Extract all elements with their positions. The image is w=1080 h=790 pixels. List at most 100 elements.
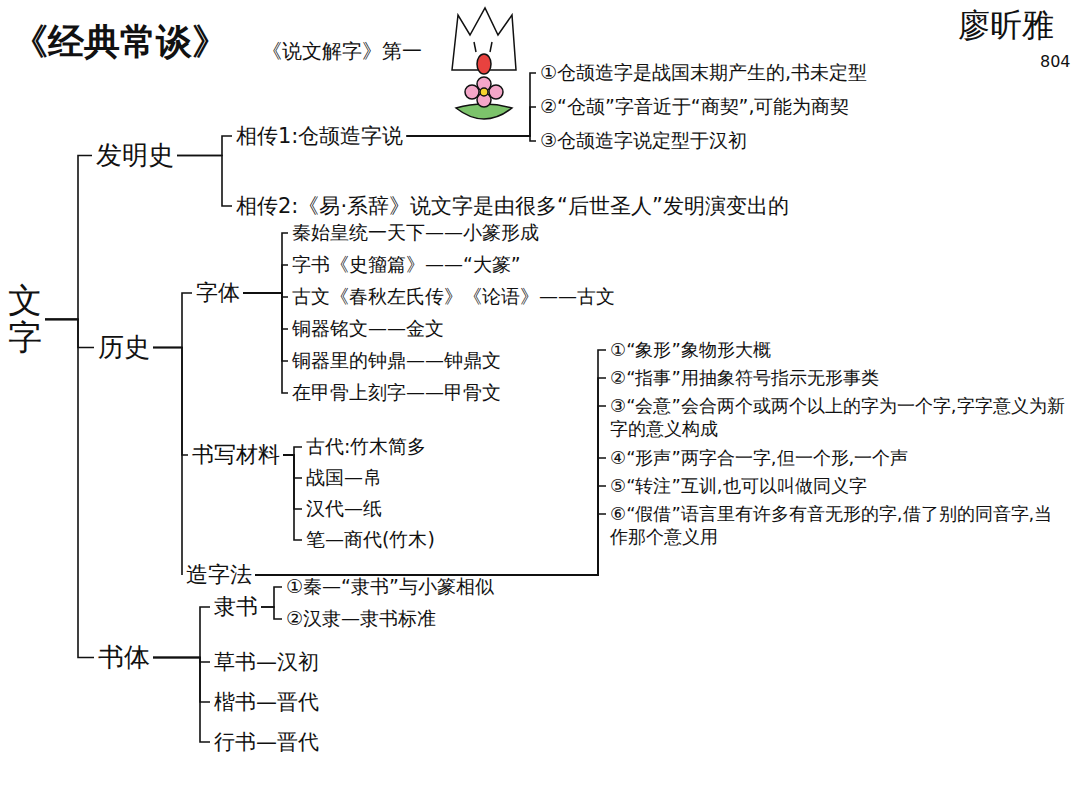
topic-item: ②“仓颉”字音近于“商契”,可能为商契 [540, 94, 849, 120]
branch-line [283, 455, 302, 509]
branch-line [283, 455, 302, 478]
node-text: 草书—汉初 [214, 648, 319, 676]
node-text: ⑤“转注”互训,也可以叫做同义字 [610, 474, 1070, 497]
branch-line [283, 447, 302, 455]
topic-item: ④“形声”两字合一字,但一个形,一个声 [610, 446, 1070, 469]
branch-line [45, 156, 92, 320]
topic-item: ①秦—“隶书”与小篆相似 [286, 574, 494, 600]
title-text: 《经典常谈》 [12, 18, 228, 67]
node-text: 楷书—晋代 [214, 688, 319, 716]
author-name: 廖昕雅 [958, 4, 1054, 48]
node-text: 发明史 [96, 138, 174, 173]
node-text: 书体 [98, 640, 150, 675]
node-text: ①秦—“隶书”与小篆相似 [286, 574, 494, 600]
branch-line [243, 265, 288, 293]
node-text: 行书—晋代 [214, 728, 319, 756]
branch-line [45, 319, 94, 347]
topic-item: ⑥“假借”语言里有许多有音无形的字,借了别的同音字,当作那个意义用 [610, 502, 1070, 549]
topic-item: 古文《春秋左氏传》《论语》——古文 [292, 284, 615, 310]
branch-topic: 历史 [98, 330, 150, 365]
topic-item: 笔—商代(竹木) [306, 527, 435, 553]
topic-item: ③仓颉造字说定型于汉初 [540, 128, 747, 154]
topic-item: 相传1:仓颉造字说 [236, 122, 403, 150]
topic-item: ①仓颉造字是战国末期产生的,书未定型 [540, 60, 867, 86]
node-text: ③“会意”会合两个或两个以上的字为一个字,字字意义为新字的意义构成 [610, 394, 1070, 441]
node-text: 古代:竹木简多 [306, 434, 426, 460]
branch-line [153, 607, 210, 658]
topic-item: 造字法 [186, 560, 252, 590]
node-text: 秦始皇统一天下——小篆形成 [292, 220, 539, 246]
node-text: 相传2:《易·系辞》说文字是由很多“后世圣人”发明演变出的 [236, 192, 789, 220]
node-text: ①“象形”象物形大概 [610, 338, 1070, 361]
topic-item: 秦始皇统一天下——小篆形成 [292, 220, 539, 246]
topic-item: ②“指事”用抽象符号指示无形事类 [610, 366, 1070, 389]
node-text: 字体 [196, 278, 240, 308]
branch-line [153, 348, 182, 576]
node-text: ②汉隶—隶书标准 [286, 606, 436, 632]
root-topic: 文字 [8, 282, 42, 357]
topic-item: 战国—帛 [306, 465, 382, 491]
node-text: 造字法 [186, 560, 252, 590]
node-text: 隶书 [214, 592, 258, 622]
topic-item: 书写材料 [192, 440, 280, 470]
node-text: 铜器铭文——金文 [292, 316, 444, 342]
node-text: 文字 [8, 282, 42, 357]
node-text: ⑥“假借”语言里有许多有音无形的字,借了别的同音字,当作那个意义用 [610, 502, 1070, 549]
topic-item: 古代:竹木简多 [306, 434, 426, 460]
node-text: 古文《春秋左氏传》《论语》——古文 [292, 284, 615, 310]
topic-item: ③“会意”会合两个或两个以上的字为一个字,字字意义为新字的意义构成 [610, 394, 1070, 441]
branch-line [255, 378, 606, 575]
topic-item: 隶书 [214, 592, 258, 622]
topic-item: 汉代—纸 [306, 496, 382, 522]
topic-item: ②汉隶—隶书标准 [286, 606, 436, 632]
node-text: ②“仓颉”字音近于“商契”,可能为商契 [540, 94, 849, 120]
flower-sketch [452, 8, 516, 119]
node-text: ①仓颉造字是战国末期产生的,书未定型 [540, 60, 867, 86]
topic-item: 在甲骨上刻字——甲骨文 [292, 380, 501, 406]
topic-item: 字体 [196, 278, 240, 308]
branch-line [255, 486, 606, 575]
branch-line [261, 587, 282, 607]
node-text: 汉代—纸 [306, 496, 382, 522]
node-text: 字书《史籀篇》——“大篆” [292, 252, 521, 278]
branch-line [406, 73, 536, 136]
class-number: 804 [1040, 52, 1071, 71]
branch-line [261, 607, 282, 619]
topic-item: 行书—晋代 [214, 728, 319, 756]
node-text: ②“指事”用抽象符号指示无形事类 [610, 366, 1070, 389]
topic-item: 相传2:《易·系辞》说文字是由很多“后世圣人”发明演变出的 [236, 192, 789, 220]
node-text: 战国—帛 [306, 465, 382, 491]
branch-line [255, 406, 606, 575]
node-text: 相传1:仓颉造字说 [236, 122, 403, 150]
node-text: 笔—商代(竹木) [306, 527, 435, 553]
branch-line [255, 514, 606, 575]
topic-item: 铜器里的钟鼎——钟鼎文 [292, 348, 501, 374]
node-text: 铜器里的钟鼎——钟鼎文 [292, 348, 501, 374]
node-text: 书写材料 [192, 440, 280, 470]
branch-line [406, 107, 536, 136]
branch-line [177, 136, 232, 156]
node-text: 历史 [98, 330, 150, 365]
branch-line [153, 293, 192, 348]
branch-line [283, 455, 302, 540]
branch-line [45, 319, 94, 657]
node-text: ④“形声”两字合一字,但一个形,一个声 [610, 446, 1070, 469]
branch-line [406, 136, 536, 141]
branch-line [153, 658, 210, 703]
branch-line [153, 658, 210, 743]
branch-topic: 书体 [98, 640, 150, 675]
topic-item: 草书—汉初 [214, 648, 319, 676]
topic-item: ①“象形”象物形大概 [610, 338, 1070, 361]
topic-item: ⑤“转注”互训,也可以叫做同义字 [610, 474, 1070, 497]
node-text: 在甲骨上刻字——甲骨文 [292, 380, 501, 406]
topic-item: 字书《史籀篇》——“大篆” [292, 252, 521, 278]
note-text: 《说文解字》第一 [262, 38, 422, 65]
node-text: ③仓颉造字说定型于汉初 [540, 128, 747, 154]
branch-line [243, 293, 288, 393]
branch-line [255, 350, 606, 575]
branch-line [243, 233, 288, 293]
topic-item: 铜器铭文——金文 [292, 316, 444, 342]
branch-line [255, 458, 606, 575]
branch-line [177, 156, 232, 207]
topic-item: 楷书—晋代 [214, 688, 319, 716]
